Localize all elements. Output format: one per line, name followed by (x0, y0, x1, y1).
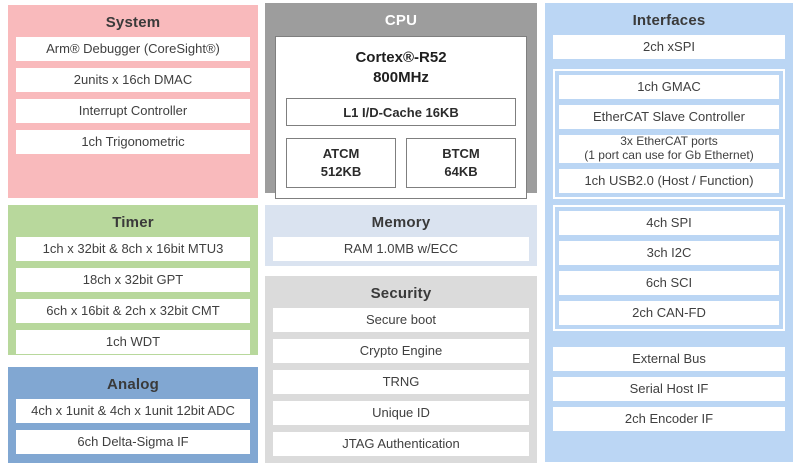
interfaces-serial-group: 4ch SPI 3ch I2C 6ch SCI 2ch CAN-FD (553, 205, 785, 331)
system-item-interrupt-controller: Interrupt Controller (16, 99, 250, 123)
system-item-dmac: 2units x 16ch DMAC (16, 68, 250, 92)
security-block-title: Security (370, 285, 432, 302)
security-item-jtag-auth: JTAG Authentication (273, 432, 529, 456)
btcm-box: BTCM 64KB (406, 138, 516, 188)
analog-block-title: Analog (106, 376, 160, 393)
memory-rows: RAM 1.0MB w/ECC (273, 237, 529, 261)
left-column: System Arm® Debugger (CoreSight®) 2units… (8, 0, 258, 463)
cpu-block: CPU Cortex®-R52 800MHz L1 I/D-Cache 16KB… (265, 3, 537, 199)
system-rows: Arm® Debugger (CoreSight®) 2units x 16ch… (16, 37, 250, 154)
security-item-secure-boot: Secure boot (273, 308, 529, 332)
memory-item-ram: RAM 1.0MB w/ECC (273, 237, 529, 261)
interfaces-item-sci: 6ch SCI (559, 271, 779, 295)
right-column: Interfaces 2ch xSPI 1ch GMAC EtherCAT Sl… (545, 0, 793, 462)
interfaces-item-spi: 4ch SPI (559, 211, 779, 235)
security-rows: Secure boot Crypto Engine TRNG Unique ID… (273, 308, 529, 456)
interfaces-block-title: Interfaces (632, 12, 706, 29)
security-item-crypto-engine: Crypto Engine (273, 339, 529, 363)
system-block: System Arm® Debugger (CoreSight®) 2units… (8, 5, 258, 198)
security-item-trng: TRNG (273, 370, 529, 394)
interfaces-block: Interfaces 2ch xSPI 1ch GMAC EtherCAT Sl… (545, 3, 793, 462)
interfaces-item-serial-host: Serial Host IF (553, 377, 785, 401)
interfaces-bottom-rows: External Bus Serial Host IF 2ch Encoder … (553, 347, 785, 431)
timer-rows: 1ch x 32bit & 8ch x 16bit MTU3 18ch x 32… (16, 237, 250, 354)
interfaces-item-ethercat-slave: EtherCAT Slave Controller (559, 105, 779, 129)
memory-block: Memory RAM 1.0MB w/ECC (265, 205, 537, 266)
interfaces-item-gmac: 1ch GMAC (559, 75, 779, 99)
timer-item-cmt: 6ch x 16bit & 2ch x 32bit CMT (16, 299, 250, 323)
interfaces-item-encoder: 2ch Encoder IF (553, 407, 785, 431)
interfaces-item-xspi: 2ch xSPI (553, 35, 785, 59)
middle-column: CPU Cortex®-R52 800MHz L1 I/D-Cache 16KB… (265, 0, 537, 463)
analog-rows: 4ch x 1unit & 4ch x 1unit 12bit ADC 6ch … (16, 399, 250, 454)
cpu-core-label: Cortex®-R52 800MHz (355, 49, 447, 86)
cpu-block-title: CPU (384, 12, 418, 29)
system-item-trigonometric: 1ch Trigonometric (16, 130, 250, 154)
interfaces-item-usb: 1ch USB2.0 (Host / Function) (559, 169, 779, 193)
security-item-unique-id: Unique ID (273, 401, 529, 425)
interfaces-item-i2c: 3ch I2C (559, 241, 779, 265)
system-item-arm-debugger: Arm® Debugger (CoreSight®) (16, 37, 250, 61)
tcm-row: ATCM 512KB BTCM 64KB (286, 138, 516, 188)
timer-block: Timer 1ch x 32bit & 8ch x 16bit MTU3 18c… (8, 205, 258, 355)
timer-item-mtu3: 1ch x 32bit & 8ch x 16bit MTU3 (16, 237, 250, 261)
interfaces-item-ethercat-ports: 3x EtherCAT ports (1 port can use for Gb… (559, 134, 779, 163)
timer-item-gpt: 18ch x 32bit GPT (16, 268, 250, 292)
timer-item-wdt: 1ch WDT (16, 330, 250, 354)
system-block-title: System (105, 14, 161, 31)
analog-item-adc: 4ch x 1unit & 4ch x 1unit 12bit ADC (16, 399, 250, 423)
interfaces-item-external-bus: External Bus (553, 347, 785, 371)
interfaces-network-group: 1ch GMAC EtherCAT Slave Controller 3x Et… (553, 69, 785, 199)
l1-cache-box: L1 I/D-Cache 16KB (286, 98, 516, 126)
interfaces-item-canfd: 2ch CAN-FD (559, 301, 779, 325)
atcm-box: ATCM 512KB (286, 138, 396, 188)
analog-block: Analog 4ch x 1unit & 4ch x 1unit 12bit A… (8, 367, 258, 463)
cpu-core-panel: Cortex®-R52 800MHz L1 I/D-Cache 16KB ATC… (275, 36, 527, 199)
timer-block-title: Timer (112, 214, 154, 231)
memory-block-title: Memory (371, 214, 431, 231)
analog-item-delta-sigma: 6ch Delta-Sigma IF (16, 430, 250, 454)
security-block: Security Secure boot Crypto Engine TRNG … (265, 276, 537, 463)
